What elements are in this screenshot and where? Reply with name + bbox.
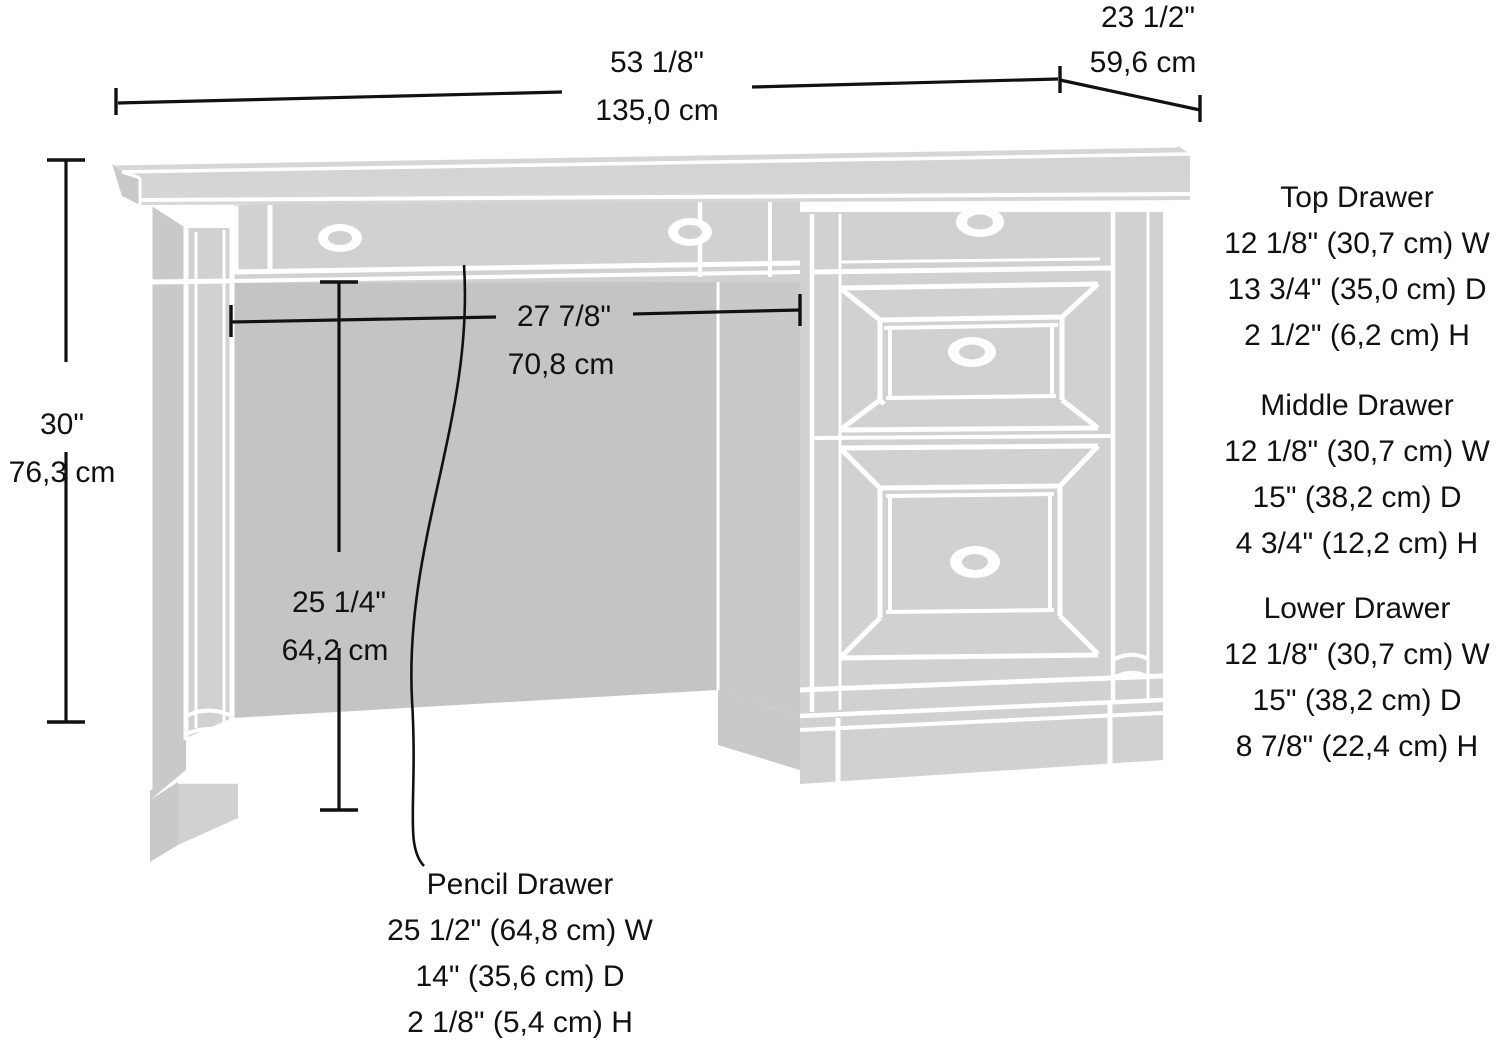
pedestal-left-return <box>718 212 800 716</box>
dimension-overall-height: 30" 76,3 cm <box>9 158 116 724</box>
pencil-drawer-leader-line <box>410 264 467 867</box>
left-leg-collar-top <box>185 708 233 718</box>
right-column-collar-top <box>1112 652 1149 662</box>
pencil-drawer-height: 2 1/8" (5,4 cm) H <box>407 1006 633 1039</box>
desk-top-front-seam <box>121 152 1191 174</box>
lower-drawer-height: 8 7/8" (22,4 cm) H <box>1236 730 1478 763</box>
top-drawer-depth: 13 3/4" (35,0 cm) D <box>1227 273 1486 306</box>
modesty-panel <box>232 250 718 718</box>
middle-drawer-bevel-top <box>838 282 1100 323</box>
apron-bottom-edge <box>231 270 801 283</box>
middle-drawer-bevel-bottom <box>838 398 1100 432</box>
lower-drawer-bevel-top <box>838 444 1100 491</box>
top-drawer-inner-seam <box>839 257 1101 264</box>
lower-drawer-panel-bottom <box>885 608 1055 614</box>
lower-drawer-panel-top <box>885 492 1055 498</box>
spec-block-top-drawer: Top Drawer 12 1/8" (30,7 cm) W 13 3/4" (… <box>1224 181 1490 352</box>
front-apron <box>232 193 800 283</box>
pencil-drawer-pull-left <box>318 224 362 252</box>
knee-width-metric: 70,8 cm <box>508 348 615 381</box>
lower-drawer-pull <box>950 546 1000 578</box>
pedestal-base <box>718 673 1164 784</box>
knee-width-imperial: 27 7/8" <box>517 300 611 333</box>
middle-drawer-title: Middle Drawer <box>1260 389 1453 422</box>
depth-dimline <box>1059 78 1201 112</box>
width-dimline-right <box>751 77 1059 89</box>
top-drawer-width: 12 1/8" (30,7 cm) W <box>1224 227 1490 260</box>
overall-width-imperial: 53 1/8" <box>610 46 704 79</box>
middle-drawer-bottom-edge <box>839 425 1099 433</box>
desk-top-back-seam <box>111 144 1179 166</box>
knee-height-imperial: 25 1/4" <box>292 586 386 619</box>
base-front <box>800 700 1163 784</box>
knee-height-metric: 64,2 cm <box>282 634 389 667</box>
dimension-overall-width: 53 1/8" 135,0 cm <box>114 46 1059 127</box>
lower-drawer-width: 12 1/8" (30,7 cm) W <box>1224 638 1490 671</box>
middle-drawer-panel-bottom <box>885 394 1057 400</box>
pencil-drawer-bottom-seam <box>231 260 801 275</box>
left-leg <box>150 205 238 862</box>
middle-drawer-depth: 15" (38,2 cm) D <box>1252 481 1461 514</box>
lower-drawer-title: Lower Drawer <box>1264 592 1451 625</box>
base-front-top-seam <box>799 697 1164 719</box>
lower-drawer-bevel-bottom <box>838 614 1100 660</box>
middle-drawer-height: 4 3/4" (12,2 cm) H <box>1236 527 1478 560</box>
dimension-overall-depth: 23 1/2" 59,6 cm <box>1058 1 1202 122</box>
spec-block-middle-drawer: Middle Drawer 12 1/8" (30,7 cm) W 15" (3… <box>1224 389 1490 560</box>
top-drawer-bottom-seam <box>811 265 1114 275</box>
base-front-inner-seam <box>799 711 1164 732</box>
overall-depth-imperial: 23 1/2" <box>1101 1 1195 34</box>
middle-drawer-panel-top <box>883 323 1059 330</box>
middle-drawer <box>811 281 1114 440</box>
left-leg-side-face <box>150 205 186 800</box>
lower-drawer-bottom-edge <box>839 652 1099 661</box>
top-drawer-height: 2 1/2" (6,2 cm) H <box>1244 319 1470 352</box>
lower-drawer <box>838 443 1100 661</box>
pencil-drawer-depth: 14" (35,6 cm) D <box>415 960 624 993</box>
pencil-drawer-pull-right <box>668 218 712 246</box>
knee-width-dimline-right <box>632 308 801 316</box>
overall-width-metric: 135,0 cm <box>595 94 718 127</box>
middle-drawer-pull <box>948 337 996 367</box>
left-foot-front <box>178 782 238 845</box>
spec-block-lower-drawer: Lower Drawer 12 1/8" (30,7 cm) W 15" (38… <box>1224 592 1490 763</box>
dimension-knee-width: 27 7/8" 70,8 cm <box>229 294 802 381</box>
left-leg-collar-bottom <box>185 727 233 736</box>
dimension-knee-height: 25 1/4" 64,2 cm <box>282 280 389 812</box>
base-left-return <box>718 690 800 770</box>
width-dimline-left <box>117 90 563 105</box>
desk-top-left-seam <box>121 170 141 180</box>
overall-height-imperial: 30" <box>40 408 84 441</box>
lower-drawer-depth: 15" (38,2 cm) D <box>1252 684 1461 717</box>
top-drawer-pull <box>956 207 1004 237</box>
pencil-drawer-title: Pencil Drawer <box>427 868 614 901</box>
left-apron-cross-seam <box>149 278 233 285</box>
lower-drawer-top-edge <box>839 443 1099 451</box>
pencil-drawer-width: 25 1/2" (64,8 cm) W <box>387 914 653 947</box>
overall-depth-metric: 59,6 cm <box>1090 46 1197 79</box>
desk-top-left-overhang <box>112 164 140 205</box>
desk-top-back-edge <box>112 146 1190 172</box>
middle-drawer-divider <box>811 434 1114 440</box>
middle-drawer-top-edge <box>839 281 1099 291</box>
spec-block-pencil-drawer: Pencil Drawer 25 1/2" (64,8 cm) W 14" (3… <box>387 868 653 1039</box>
knee-width-dimline-left <box>230 315 497 324</box>
base-top-seam <box>799 673 1164 693</box>
middle-drawer-width: 12 1/8" (30,7 cm) W <box>1224 435 1490 468</box>
top-drawer-title: Top Drawer <box>1280 181 1433 214</box>
edge-band-bottom-seam <box>139 192 1191 202</box>
left-foot-side <box>150 782 178 862</box>
desk-illustration <box>111 144 1191 862</box>
overall-height-metric: 76,3 cm <box>9 456 116 489</box>
